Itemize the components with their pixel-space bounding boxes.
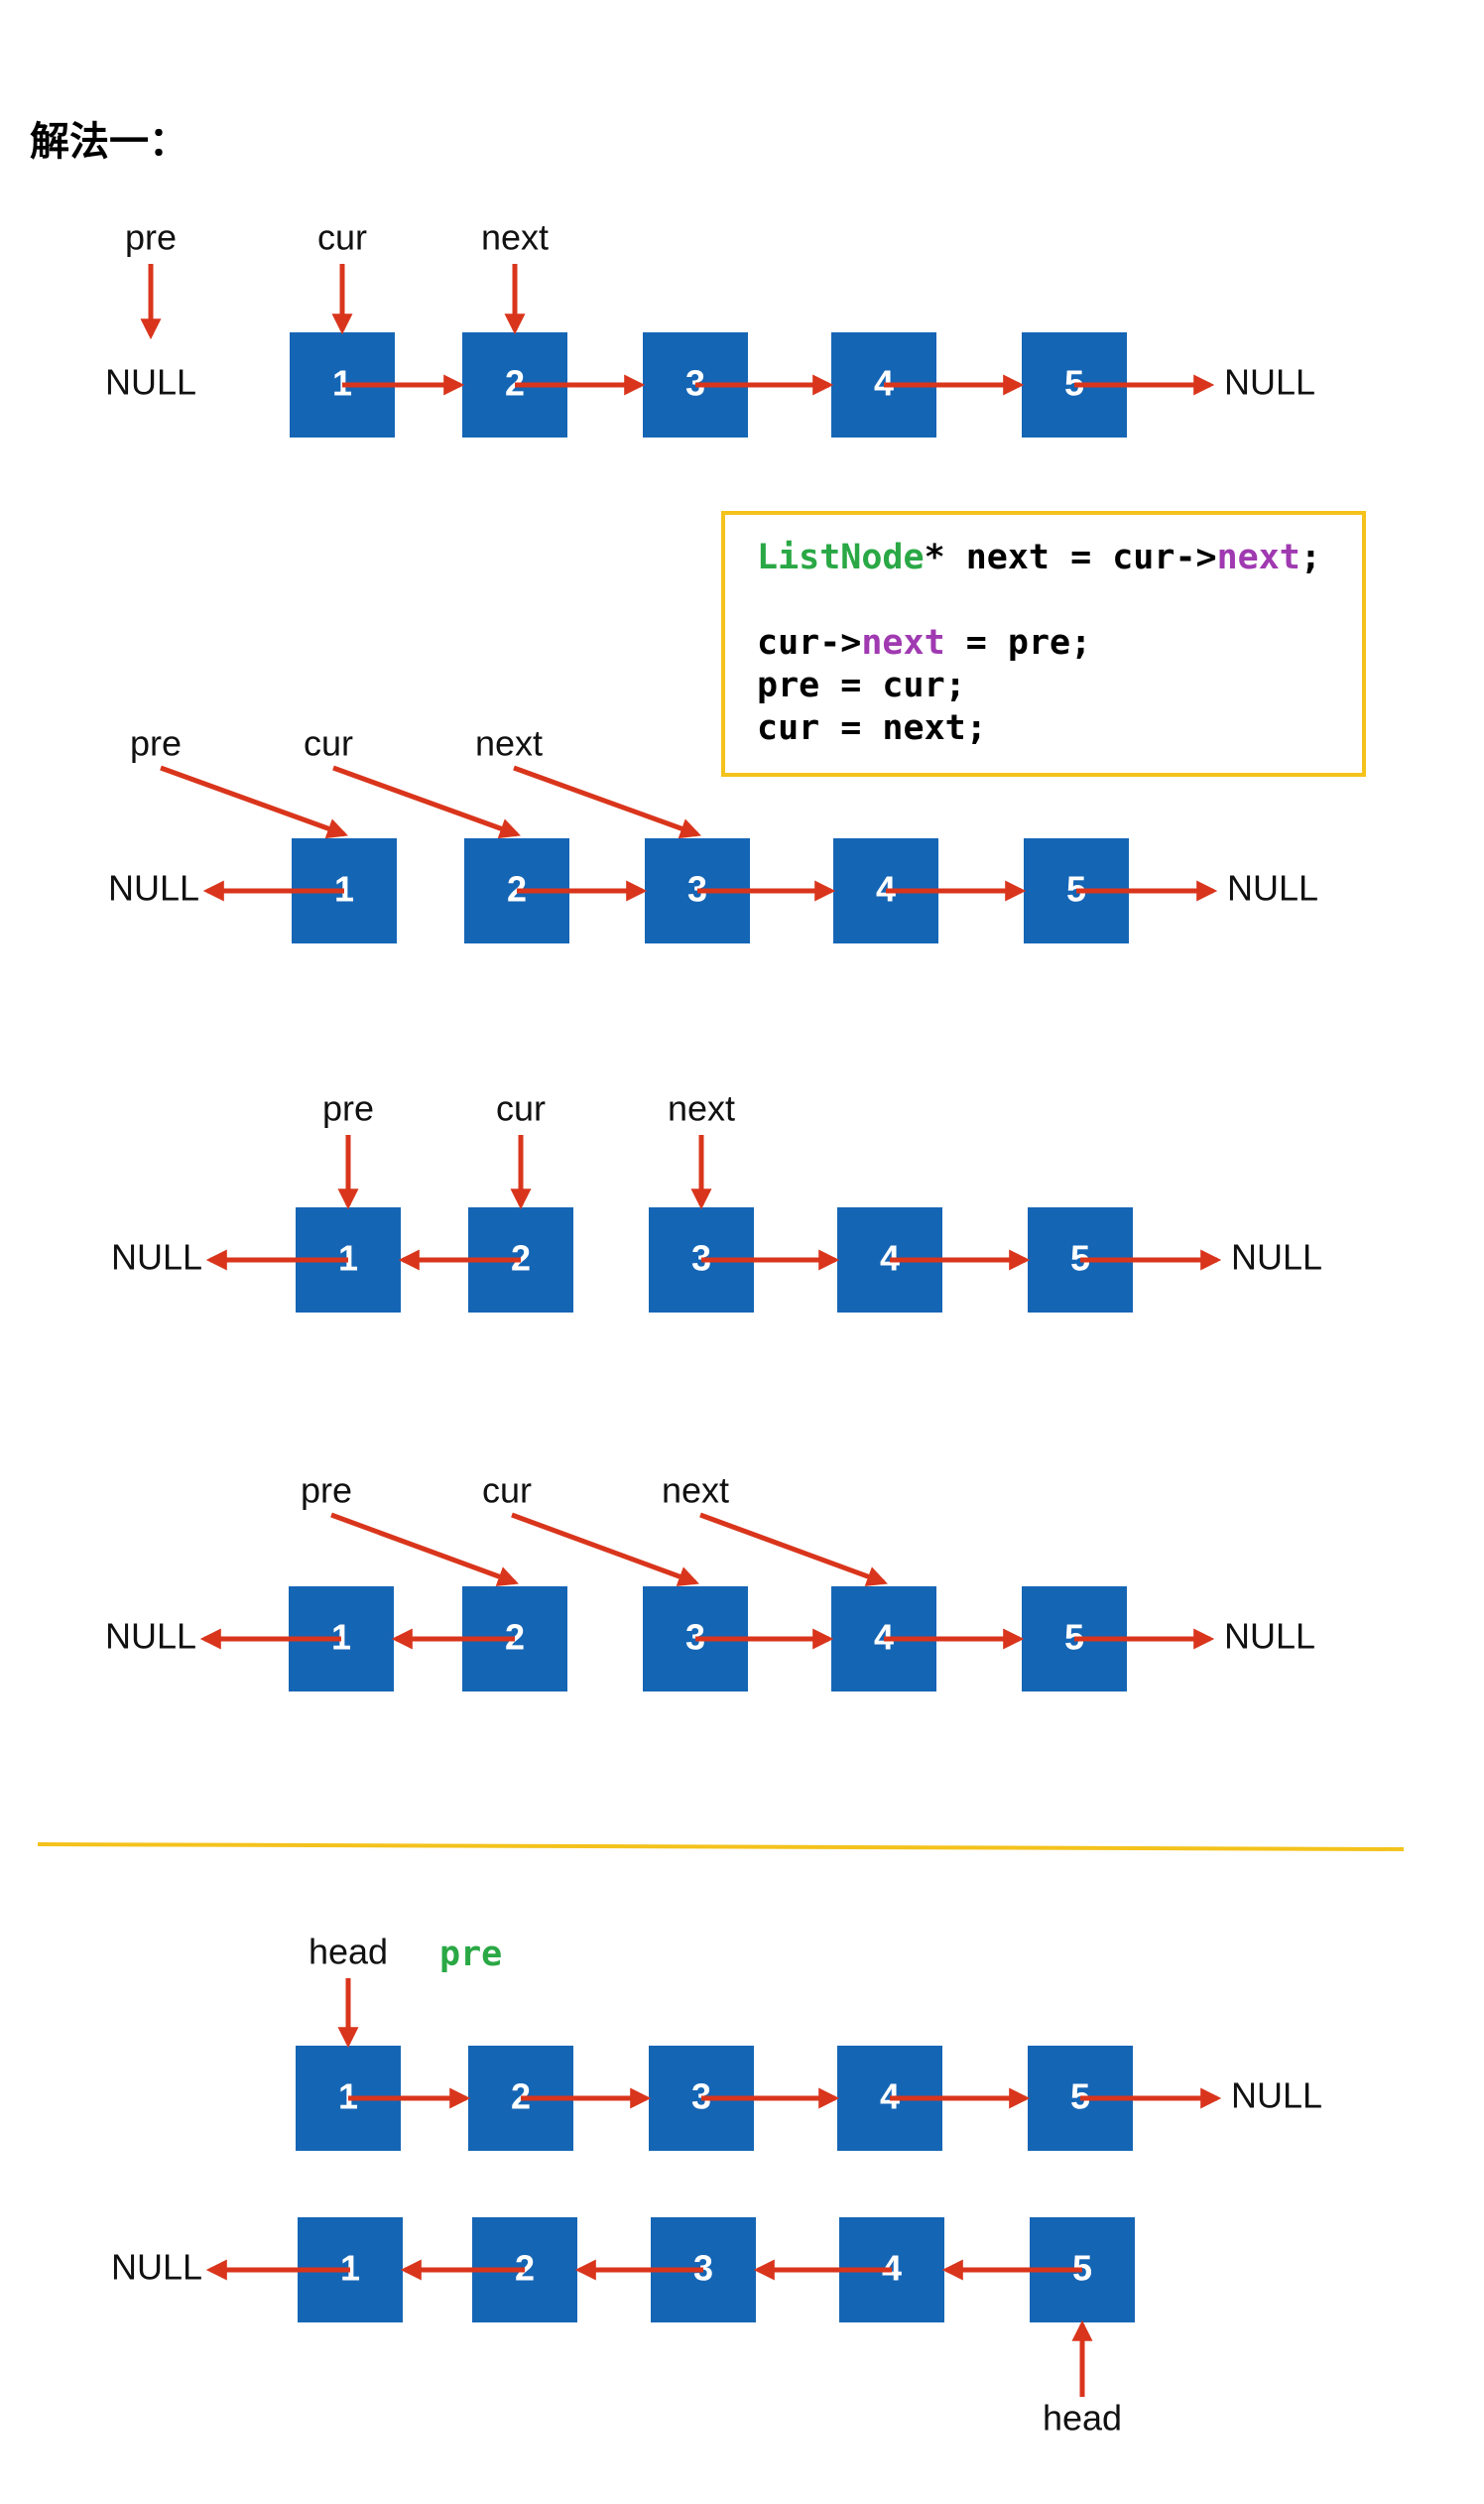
pointer-arrow [699, 1512, 888, 1587]
pointer-label: pre [322, 1088, 374, 1129]
pointer-label: pre [130, 723, 182, 764]
code-text: cur-> [757, 623, 862, 663]
code-line-4: cur = next; [757, 708, 987, 748]
pointer-label: pre [301, 1470, 352, 1511]
null-label-right: NULL [1231, 2075, 1322, 2116]
code-text: ; [1299, 538, 1321, 577]
code-line-2: cur->next = pre; [757, 622, 1362, 665]
code-text: = pre; [944, 623, 1092, 663]
pointer-label: head [309, 1932, 388, 1972]
null-label-left: NULL [105, 1616, 196, 1657]
pre-label-green: pre [439, 1935, 503, 1974]
code-line-1: ListNode* next = cur->next; [757, 537, 1362, 579]
code-blank-line [757, 579, 1362, 622]
null-label-right: NULL [1224, 362, 1315, 403]
code-type: ListNode [757, 538, 925, 577]
pointer-label: cur [317, 217, 367, 258]
code-box: ListNode* next = cur->next; cur->next = … [721, 511, 1366, 777]
pointer-label: head [1043, 2398, 1122, 2439]
pointer-arrow [160, 765, 348, 839]
pointer-label: next [668, 1088, 735, 1129]
null-label-left: NULL [111, 2247, 202, 2288]
code-field: next [861, 623, 945, 663]
pointer-label: pre [125, 217, 177, 258]
heading: 解法一： [30, 118, 188, 165]
pointer-label: next [662, 1470, 729, 1511]
pointer-label: cur [496, 1088, 546, 1129]
null-label-left: NULL [105, 362, 196, 403]
null-label-right: NULL [1231, 1237, 1322, 1278]
null-label-left: NULL [108, 868, 199, 909]
code-text: * next = cur-> [924, 538, 1217, 577]
pointer-label: cur [304, 723, 353, 764]
separator-line [37, 1842, 1405, 1851]
pointer-label: next [481, 217, 549, 258]
code-field: next [1216, 538, 1300, 577]
null-label-right: NULL [1227, 868, 1318, 909]
null-label-right: NULL [1224, 1616, 1315, 1657]
pointer-arrow [511, 1512, 699, 1587]
pointer-label: next [475, 723, 543, 764]
code-line-3: pre = cur; [757, 666, 966, 705]
pointer-label: cur [482, 1470, 532, 1511]
pointer-arrow [513, 765, 701, 839]
pointer-arrow [332, 765, 521, 839]
pointer-arrow [330, 1512, 519, 1587]
null-label-left: NULL [111, 1237, 202, 1278]
